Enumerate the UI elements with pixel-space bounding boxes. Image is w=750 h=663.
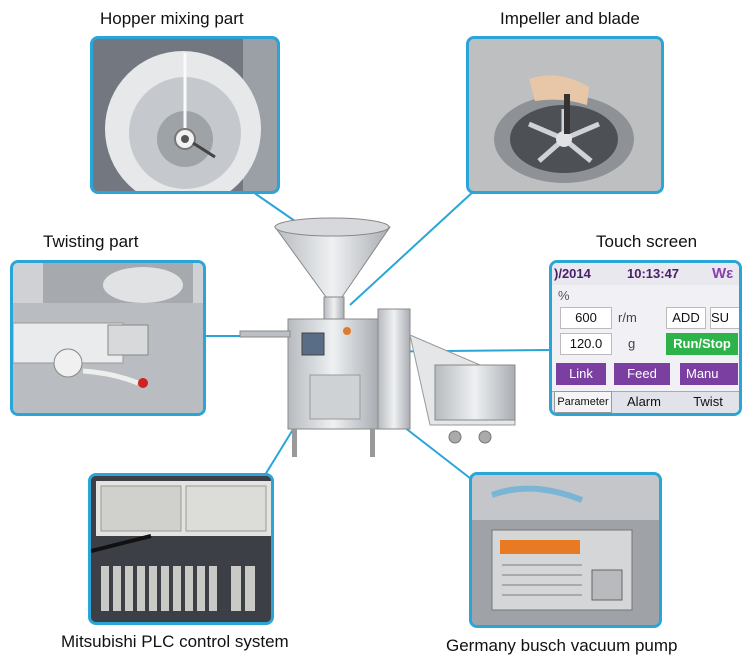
touchscreen-display: )/2014 10:13:47 Wε % 600 r/m ADD SU 120.… — [552, 263, 739, 413]
caption-impeller: Impeller and blade — [500, 9, 640, 28]
sub-button[interactable]: SU — [710, 307, 739, 329]
tab-twist[interactable]: Twist — [693, 394, 723, 409]
touch-percent: % — [558, 288, 570, 303]
plc-panel — [88, 473, 274, 625]
tab-parameter[interactable]: Parameter — [554, 391, 612, 413]
caption-plc: Mitsubishi PLC control system — [61, 632, 289, 651]
tab-alarm[interactable]: Alarm — [627, 394, 661, 409]
feed-button[interactable]: Feed — [614, 363, 670, 385]
speed-value[interactable]: 600 — [560, 307, 612, 329]
caption-touch: Touch screen — [596, 232, 698, 251]
connector-pump — [394, 419, 476, 483]
impeller-image — [469, 39, 661, 191]
vacuum-filler-machine — [239, 217, 516, 457]
impeller-panel — [466, 36, 664, 194]
touch-time: 10:13:47 — [627, 266, 680, 281]
touch-brand: Wε — [712, 265, 734, 282]
run-stop-button[interactable]: Run/Stop — [666, 333, 738, 355]
weight-unit: g — [628, 336, 636, 351]
link-button[interactable]: Link — [556, 363, 606, 385]
manual-button[interactable]: Manu — [680, 363, 738, 385]
twisting-panel — [10, 260, 206, 416]
speed-unit: r/m — [618, 310, 637, 325]
caption-hopper: Hopper mixing part — [100, 9, 244, 28]
twisting-image — [13, 263, 203, 413]
pump-panel — [469, 472, 662, 628]
plc-image — [91, 476, 271, 622]
touch-panel: )/2014 10:13:47 Wε % 600 r/m ADD SU 120.… — [549, 260, 742, 416]
weight-value[interactable]: 120.0 — [560, 333, 612, 355]
add-button[interactable]: ADD — [666, 307, 706, 329]
hopper-image — [93, 39, 277, 191]
caption-twisting: Twisting part — [43, 232, 139, 251]
pump-image — [472, 475, 659, 625]
hopper-panel — [90, 36, 280, 194]
touch-header — [552, 263, 739, 285]
connector-impeller — [349, 189, 476, 306]
touch-date: )/2014 — [554, 266, 591, 281]
caption-pump: Germany busch vacuum pump — [446, 636, 678, 655]
